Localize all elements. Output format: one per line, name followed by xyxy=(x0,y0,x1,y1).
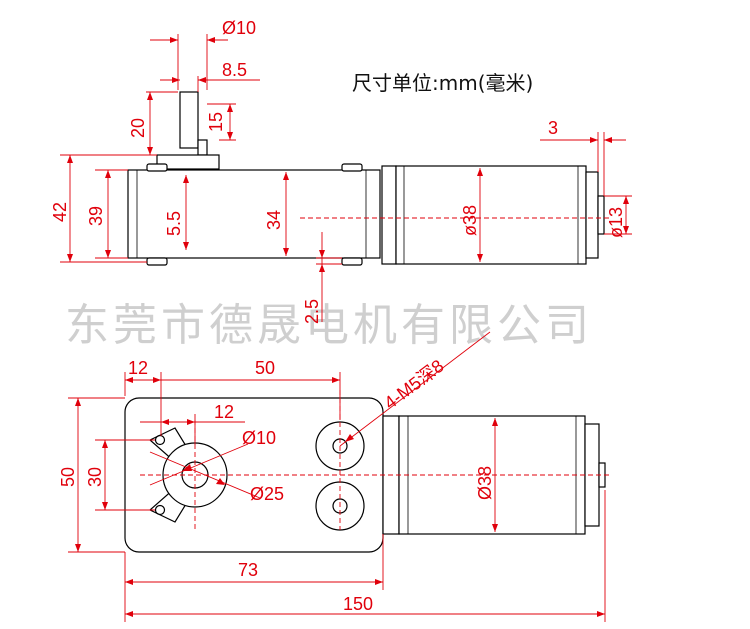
dim-width: 50 xyxy=(58,467,78,487)
dim-height-39: 39 xyxy=(86,206,106,226)
dim-motor-dia-bottom: Ø38 xyxy=(475,466,495,500)
dim-screw-spec: 4-M5深8 xyxy=(380,356,447,414)
motor-can xyxy=(395,165,587,265)
company-watermark: 东莞市德晟电机有限公司 xyxy=(65,300,593,351)
dim-boss-outer: Ø25 xyxy=(250,484,284,504)
dim-gear-h: 34 xyxy=(264,210,284,230)
motor-end-boss xyxy=(597,195,605,235)
dim-base-thk: 5.5 xyxy=(164,211,184,236)
dim-motor-dia-top: ø38 xyxy=(460,205,480,236)
dim-total-len: 150 xyxy=(343,594,373,614)
dim-end-len: 3 xyxy=(548,118,558,138)
dim-end-dia: ø13 xyxy=(606,207,626,238)
dim-offset: 2.5 xyxy=(302,299,322,324)
output-shaft xyxy=(179,91,199,149)
top-view: Ø10 8.5 20 15 42 39 xyxy=(50,18,632,324)
dim-gearbox-len: 73 xyxy=(238,560,258,580)
dim-hole-span: 50 xyxy=(255,358,275,378)
dim-shaft-flat: 8.5 xyxy=(222,60,247,80)
shaft-collar xyxy=(156,154,220,170)
dim-hole-x: 12 xyxy=(128,358,148,378)
dim-shaft-dia: Ø10 xyxy=(222,18,256,38)
dim-shaft-len: 20 xyxy=(128,118,148,138)
gearbox-body xyxy=(127,169,381,259)
motor-flange xyxy=(381,165,397,265)
unit-note: 尺寸单位:mm(毫米) xyxy=(352,71,533,95)
dim-flat-len: 15 xyxy=(206,112,226,132)
dim-hole-y: 12 xyxy=(214,402,234,422)
motor-endcap xyxy=(585,171,599,259)
dim-boss-dia: Ø10 xyxy=(242,428,276,448)
bottom-view: 12 50 12 Ø10 Ø25 4-M5深8 50 xyxy=(58,331,612,622)
dim-hole-pitch: 30 xyxy=(85,467,105,487)
dim-height-42: 42 xyxy=(50,202,70,222)
shaft-key xyxy=(197,139,208,156)
